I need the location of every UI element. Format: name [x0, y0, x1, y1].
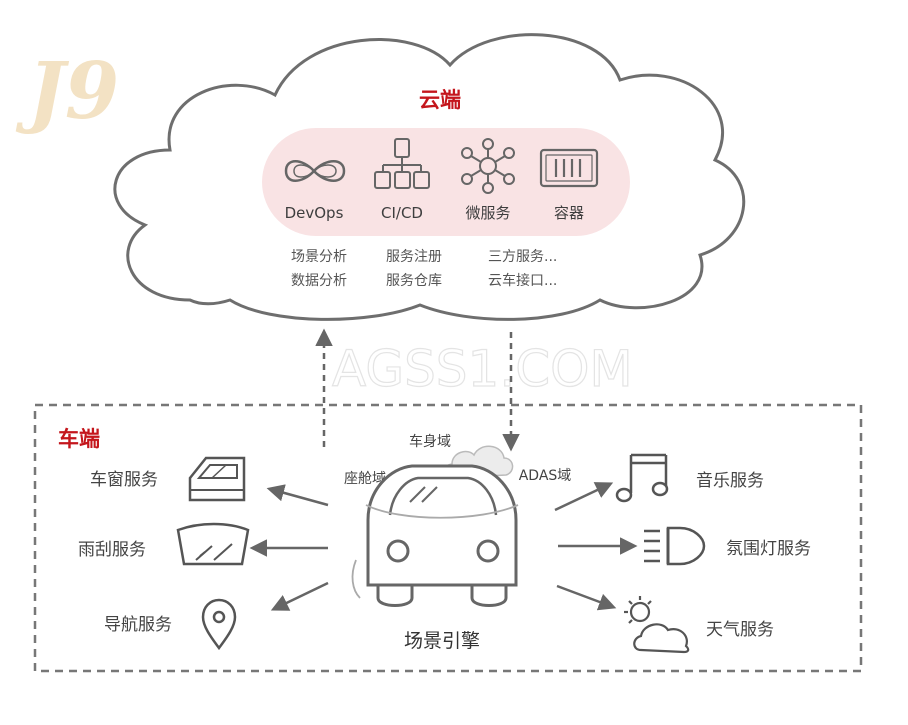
container-icon	[539, 148, 599, 188]
infinity-icon	[284, 160, 346, 182]
cloud-tools-pill	[262, 128, 630, 236]
tool-label-container: 容器	[554, 204, 584, 222]
tool-label-devops: DevOps	[285, 204, 344, 222]
feature-scene-analysis: 场景分析	[291, 249, 347, 265]
vehicle-title: 车端	[58, 427, 100, 451]
vehicle-section-box	[33, 403, 863, 673]
tool-label-cicd: CI/CD	[381, 204, 423, 222]
service-window: 车窗服务	[90, 470, 158, 490]
network-icon	[461, 138, 515, 194]
flowchart-icon	[374, 138, 430, 189]
feature-service-registry: 服务注册	[386, 249, 442, 265]
headlight-icon	[644, 526, 706, 566]
cloud-title: 云端	[419, 88, 461, 112]
car-window-icon	[188, 456, 246, 502]
feature-data-analysis: 数据分析	[291, 273, 347, 289]
service-weather: 天气服务	[706, 620, 774, 640]
weather-sun-cloud-icon	[624, 596, 690, 654]
feature-service-repo: 服务仓库	[386, 273, 442, 289]
arrow-to-music	[554, 482, 614, 512]
watermark: AGSS1.COM	[332, 340, 633, 398]
service-wiper: 雨刮服务	[78, 540, 146, 560]
location-pin-icon	[201, 598, 237, 651]
music-note-icon	[615, 453, 669, 503]
arrow-to-window	[266, 484, 329, 507]
scene-engine-label: 场景引擎	[404, 630, 480, 652]
arrow-to-weather	[556, 584, 617, 611]
service-navigation: 导航服务	[104, 615, 172, 635]
feature-cloud-api: 云车接口...	[488, 272, 557, 289]
j9-logo: J9	[15, 46, 119, 137]
car-icon	[351, 464, 519, 607]
windshield-wiper-icon	[176, 522, 250, 566]
service-ambient-light: 氛围灯服务	[726, 539, 811, 559]
domain-body: 车身域	[409, 433, 451, 450]
arrow-to-navigation	[270, 581, 329, 611]
tool-label-microservice: 微服务	[465, 204, 510, 222]
domain-adas: ADAS域	[519, 468, 572, 484]
feature-third-party: 三方服务...	[488, 249, 557, 265]
service-music: 音乐服务	[696, 471, 764, 491]
domain-cockpit: 座舱域	[344, 471, 386, 487]
